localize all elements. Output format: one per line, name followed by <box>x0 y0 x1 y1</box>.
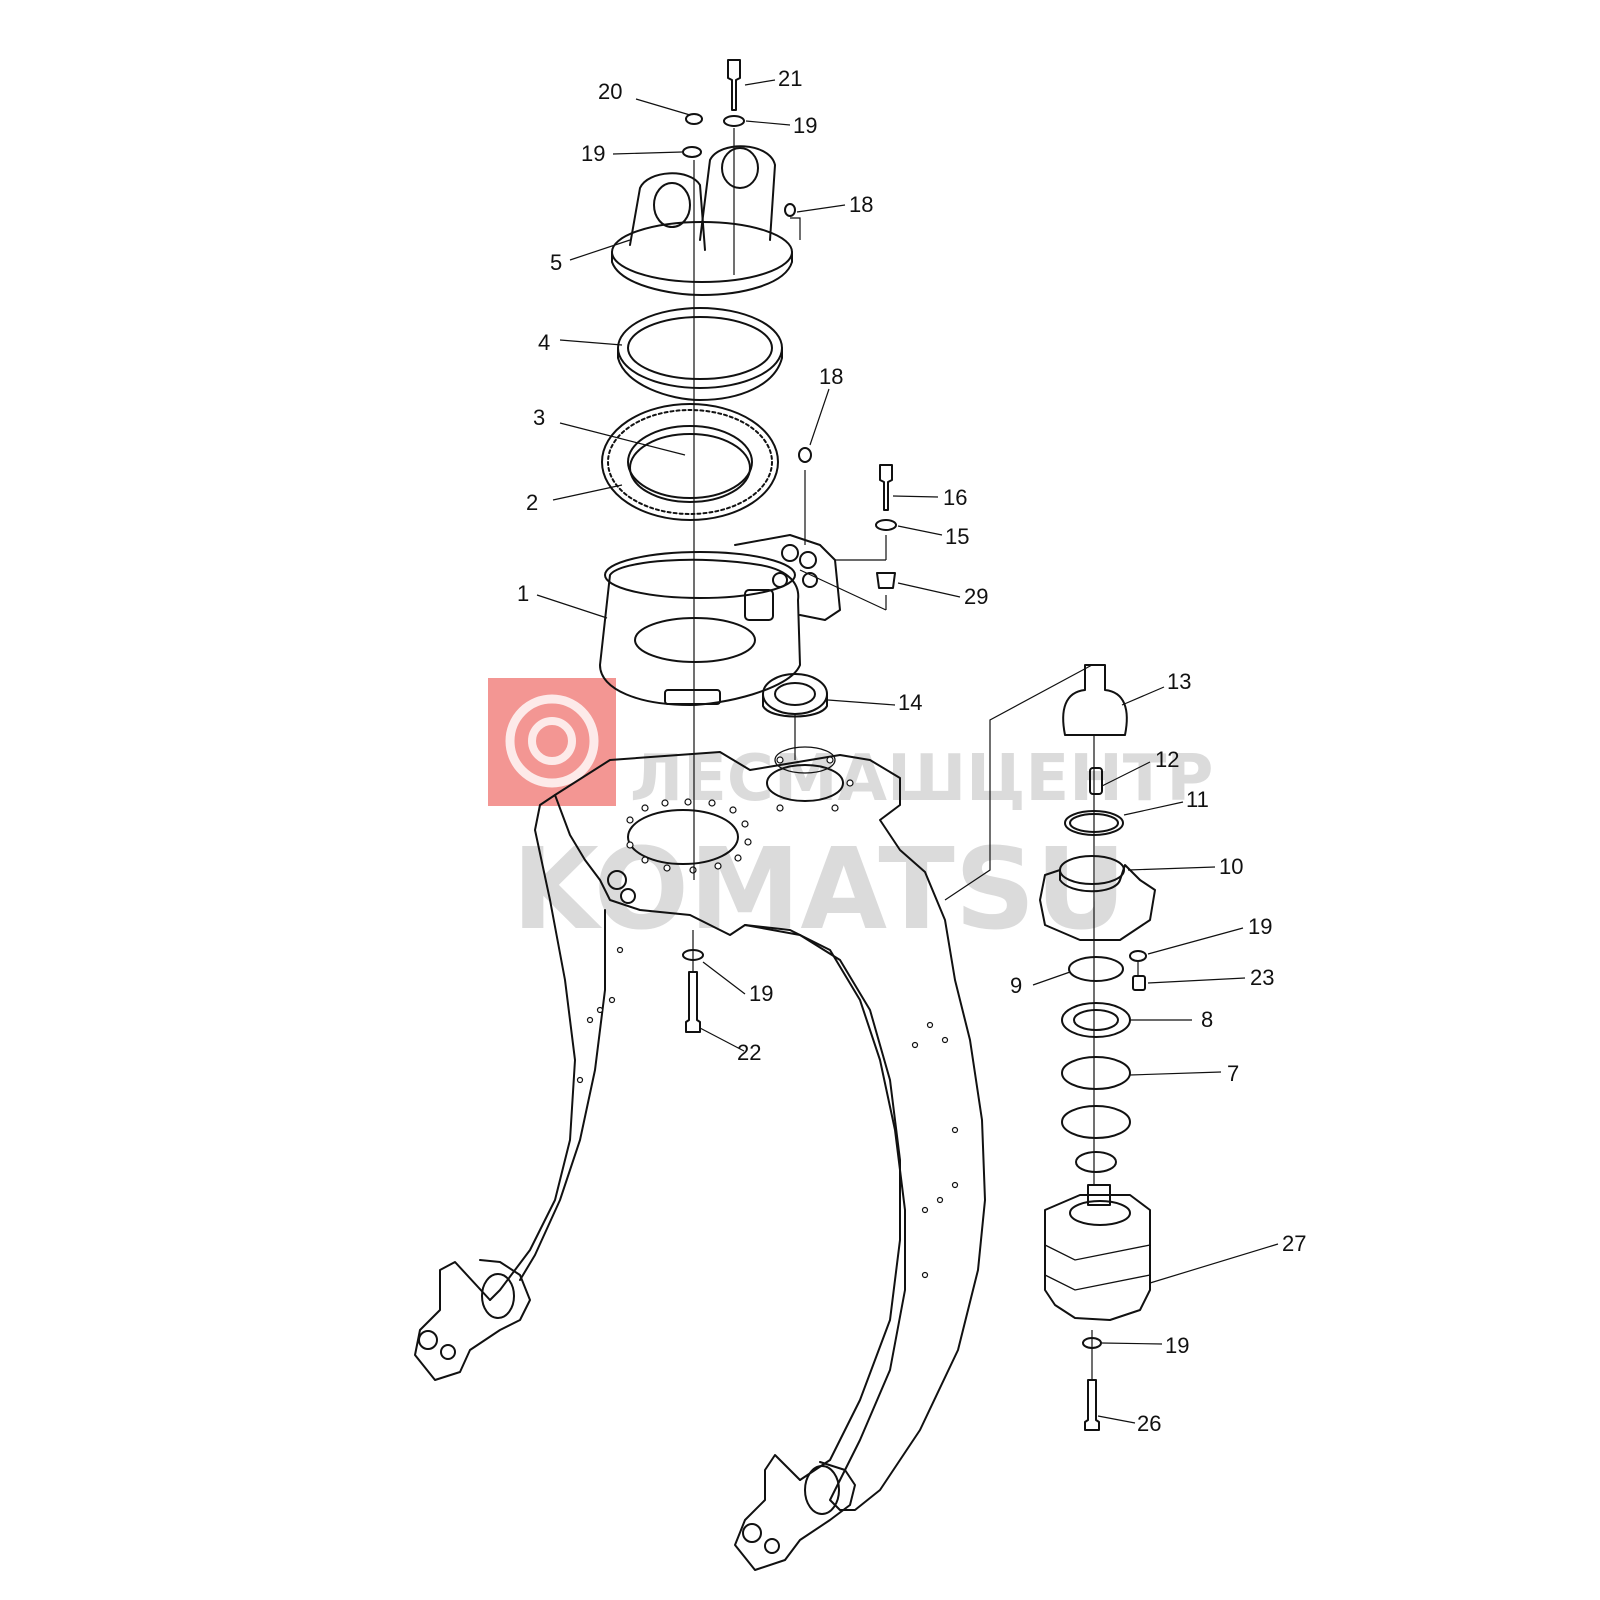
watermark: ЛЕСМАШЦЕНТР KOMATSU <box>488 678 1213 955</box>
callout-26: 26 <box>1137 1411 1161 1436</box>
watermark-logo-ring-outer <box>505 694 599 788</box>
callout-19: 19 <box>581 141 605 166</box>
assembly-centerlines <box>692 128 1139 1380</box>
callout-leaders <box>536 79 1279 1424</box>
part-22-bolt <box>685 971 701 1033</box>
callout-14: 14 <box>898 690 922 715</box>
callout-19: 19 <box>1165 1333 1189 1358</box>
callout-8: 8 <box>1201 1007 1213 1032</box>
part-18-plug-mid <box>798 447 812 463</box>
part-2-ring-gear <box>601 403 779 521</box>
callout-12: 12 <box>1155 747 1179 772</box>
callout-10: 10 <box>1219 854 1243 879</box>
part-20-nut <box>685 113 703 125</box>
part-26-bolt <box>1084 1379 1100 1431</box>
part-21-bolt <box>727 59 741 111</box>
part-19-washer-top <box>723 115 745 127</box>
part-16-bolt <box>879 464 893 511</box>
part-9-ring <box>1068 956 1124 982</box>
part-27-hydraulic-motor <box>1044 1194 1151 1321</box>
part-23-screw <box>1132 975 1146 991</box>
callout-16: 16 <box>943 485 967 510</box>
callout-19: 19 <box>749 981 773 1006</box>
part-13-pinion <box>1062 664 1128 736</box>
callout-3: 3 <box>533 405 545 430</box>
watermark-logo-ring-inner <box>528 717 576 765</box>
part-7-circlip <box>1061 1056 1131 1090</box>
callout-29: 29 <box>964 584 988 609</box>
callout-5: 5 <box>550 250 562 275</box>
part-8-bearing <box>1061 1002 1131 1038</box>
callout-13: 13 <box>1167 669 1191 694</box>
part-5-top-bracket <box>611 145 793 296</box>
callout-1: 1 <box>517 581 529 606</box>
callout-18: 18 <box>819 364 843 389</box>
callout-23: 23 <box>1250 965 1274 990</box>
callout-22: 22 <box>737 1040 761 1065</box>
part-10-flange <box>1039 864 1156 941</box>
callout-4: 4 <box>538 330 550 355</box>
part-4-spacer-ring <box>617 307 783 401</box>
callout-2: 2 <box>526 490 538 515</box>
part-19-washer-left <box>682 146 702 158</box>
callout-11: 11 <box>1186 787 1209 812</box>
part-29-plug <box>876 572 896 589</box>
part-1-housing <box>599 534 841 706</box>
callout-7: 7 <box>1227 1061 1239 1086</box>
part-18-plug-top <box>784 203 796 217</box>
callout-labels: 21 20 19 19 18 5 4 18 3 2 16 15 1 29 13 … <box>517 66 1306 1436</box>
callout-19: 19 <box>1248 914 1272 939</box>
callout-18: 18 <box>849 192 873 217</box>
callout-9: 9 <box>1010 973 1022 998</box>
rotator-frame-link <box>414 746 986 1571</box>
callout-27: 27 <box>1282 1231 1306 1256</box>
callout-20: 20 <box>598 79 622 104</box>
part-15-washer <box>875 519 897 531</box>
part-14-bearing <box>762 673 828 718</box>
part-12-pin <box>1089 767 1103 795</box>
watermark-brand-line2: KOMATSU <box>512 825 1126 955</box>
callout-21: 21 <box>778 66 802 91</box>
callout-15: 15 <box>945 524 969 549</box>
callout-19: 19 <box>793 113 817 138</box>
part-19-washer-right <box>1129 950 1147 962</box>
